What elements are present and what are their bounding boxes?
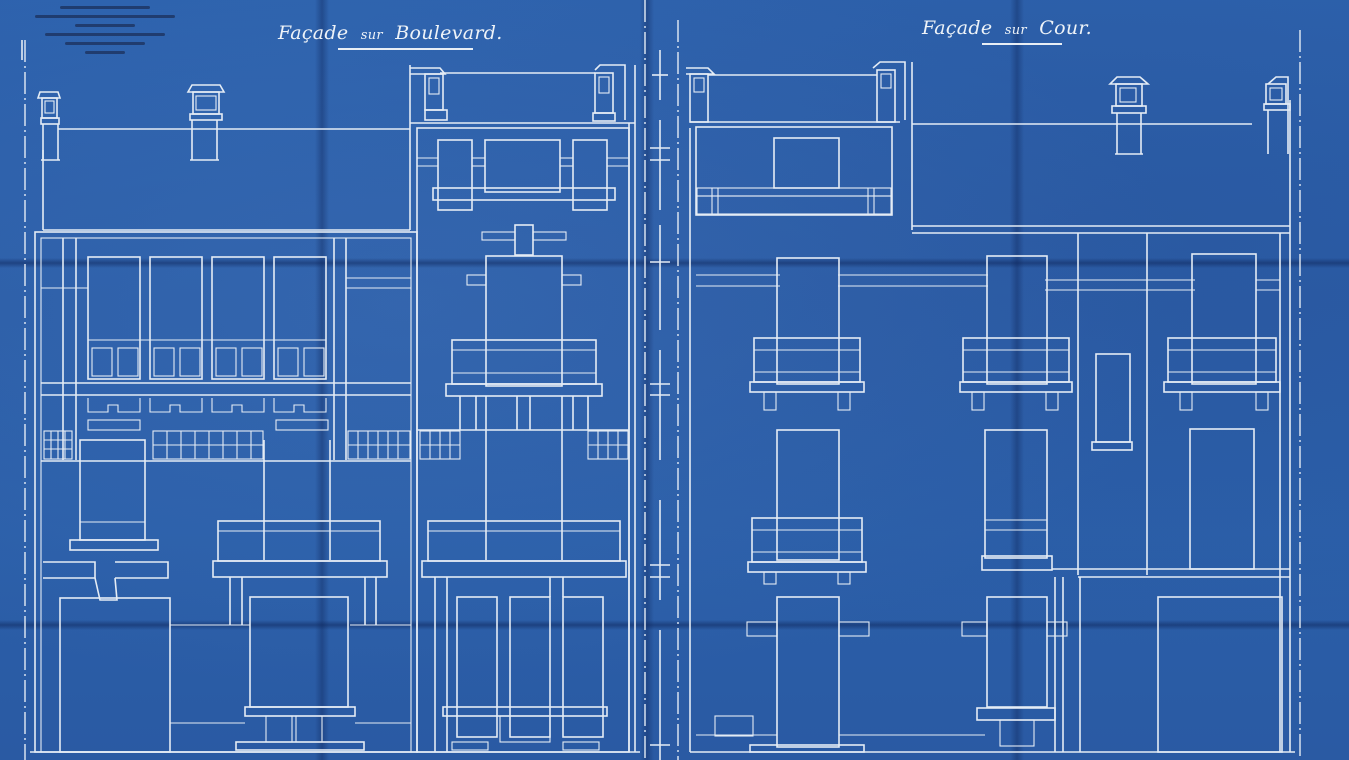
title-underline (982, 43, 1063, 45)
grille (152, 430, 264, 460)
title-word: Façade (278, 22, 349, 44)
grille (347, 430, 411, 460)
window-column (696, 257, 985, 753)
window-column (959, 255, 1073, 752)
title-word: Boulevard. (395, 22, 503, 44)
title-word: sur (360, 28, 383, 43)
window-column (1163, 253, 1281, 570)
title-word: sur (1004, 23, 1027, 38)
title-underline (338, 48, 473, 50)
title-word: Façade (922, 17, 993, 39)
grille (419, 430, 461, 460)
chimney (36, 91, 62, 161)
title-facade-boulevard: Façade sur Boulevard. (278, 22, 503, 50)
grille (587, 430, 629, 460)
chimney (1263, 76, 1291, 154)
upper-bay-windows (41, 256, 411, 396)
paper-fold (640, 0, 654, 760)
title-word: Cour. (1039, 17, 1093, 39)
paper-fold (0, 258, 1349, 268)
boulevard-elevation (21, 40, 418, 760)
cour-elevation (686, 30, 1301, 760)
paper-fold (315, 0, 329, 760)
paper-fold (0, 620, 1349, 630)
title-facade-cour: Façade sur Cour. (922, 17, 1093, 45)
middle-band (41, 398, 411, 462)
lower-windows (43, 439, 411, 753)
party-wall-axes (644, 0, 691, 760)
grille (43, 430, 73, 460)
central-house-elevation (410, 64, 636, 753)
chimney (1108, 76, 1151, 155)
chimney (186, 84, 226, 161)
architect-stamp (20, 0, 190, 62)
